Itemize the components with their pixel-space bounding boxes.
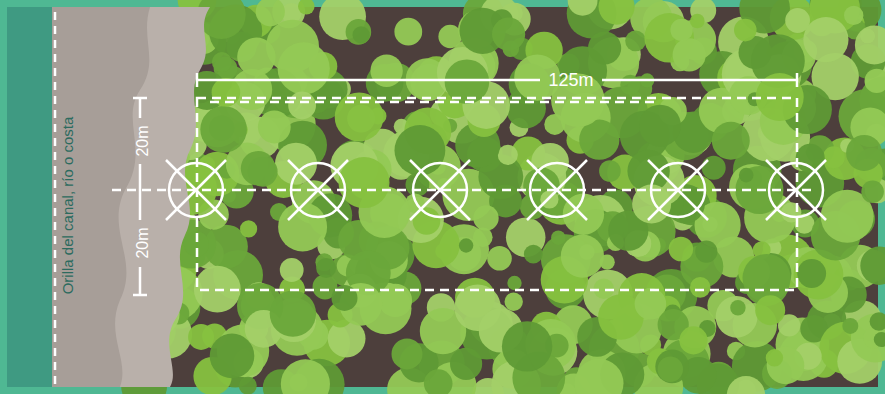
dimension-label: 20m [135, 125, 151, 156]
shore-label: Orilla del canal, río o costa [61, 116, 76, 294]
shoreline-dashed [54, 12, 57, 385]
sampling-points [166, 160, 826, 220]
ground [7, 7, 878, 387]
dimension-lines [133, 73, 797, 295]
water-strip [7, 7, 52, 387]
plot-outline [112, 98, 815, 290]
shore-inner [7, 7, 150, 387]
dimension-label: 125m [548, 71, 593, 89]
dimension-label: 20m [135, 227, 151, 258]
canopy-texture [121, 0, 885, 394]
shore [7, 7, 210, 387]
